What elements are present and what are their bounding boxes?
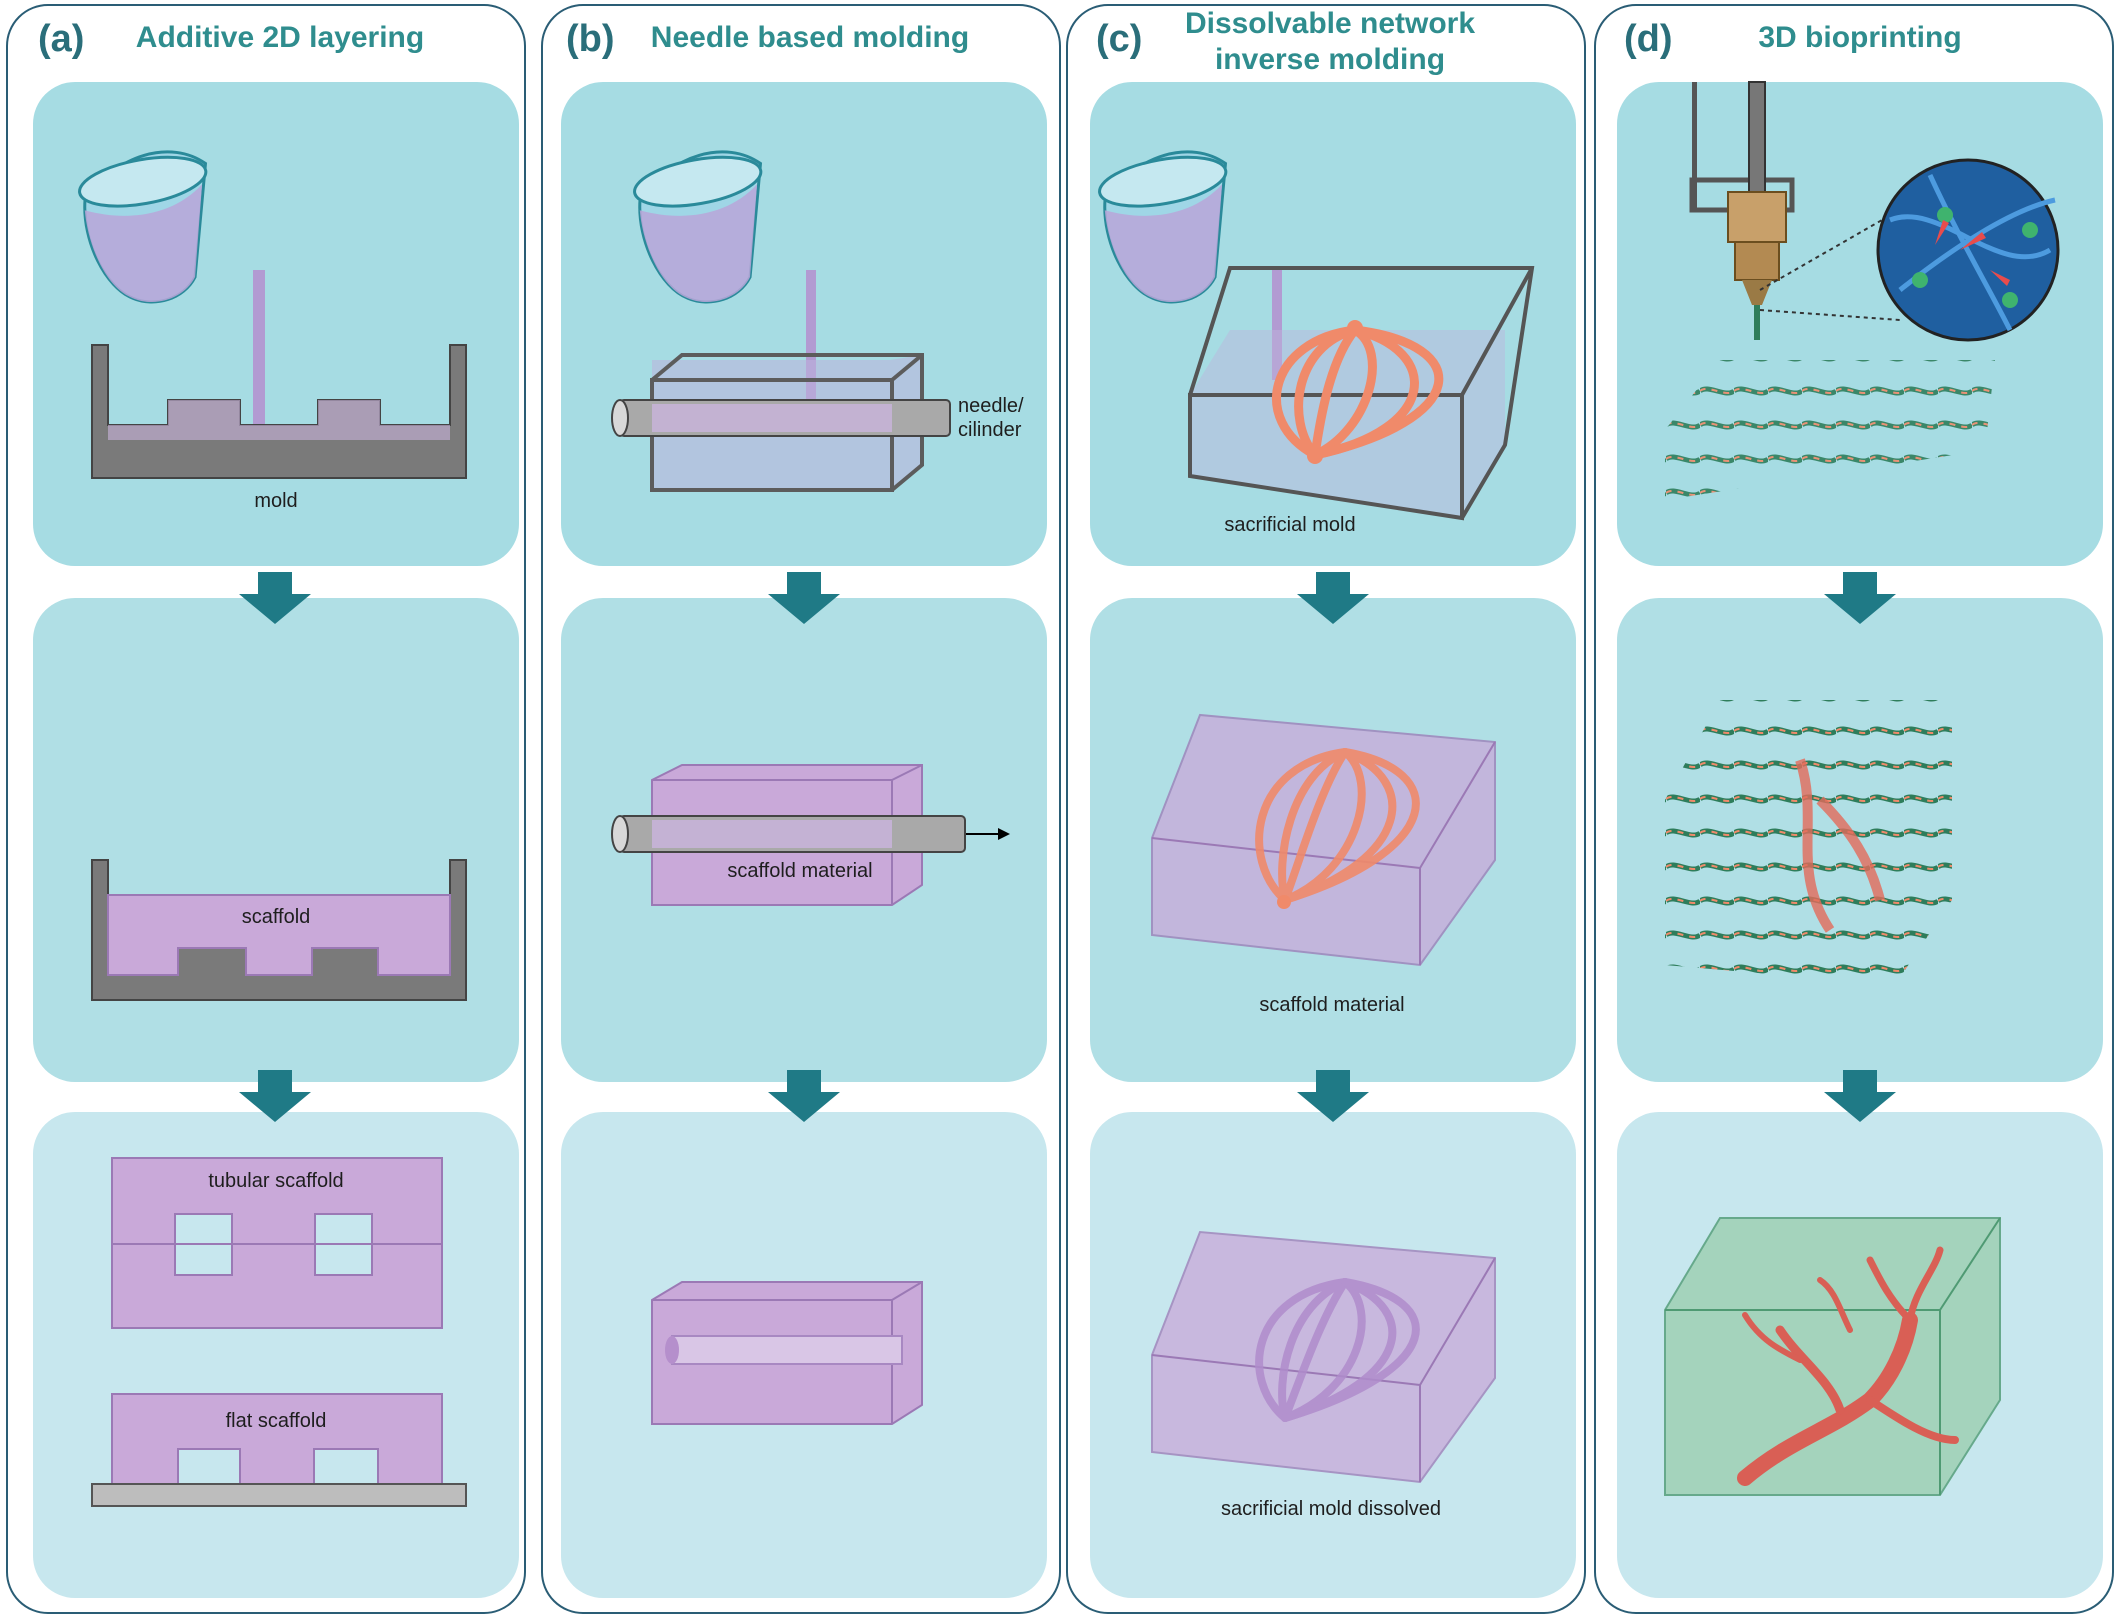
label-tubular-scaffold: tubular scaffold bbox=[208, 1170, 344, 1192]
label-b-scaffold-material: scaffold material bbox=[727, 860, 873, 882]
column-b-letter: (b) bbox=[566, 18, 615, 60]
a-pour-stream bbox=[253, 270, 265, 425]
b-arrow-1 bbox=[768, 572, 840, 624]
panel-a-top bbox=[33, 82, 519, 566]
a-scaffold bbox=[107, 894, 451, 976]
b-pour-stream bbox=[806, 270, 816, 415]
d-arrow-1 bbox=[1824, 572, 1896, 624]
label-sacrificial-mold: sacrificial mold bbox=[1224, 514, 1356, 536]
label-needle-cilinder: needle/ cilinder bbox=[958, 395, 1024, 441]
c-scaffold-block bbox=[1151, 713, 1496, 967]
a-flask bbox=[73, 143, 230, 314]
c-mold-box bbox=[1188, 266, 1535, 521]
c-pour-stream bbox=[1272, 270, 1282, 380]
c-arrow-1 bbox=[1297, 572, 1369, 624]
b-arrow-2 bbox=[768, 1070, 840, 1122]
a-arrow-2 bbox=[239, 1070, 311, 1122]
d-tissue-block bbox=[1664, 1217, 2001, 1496]
a-flat-scaffold bbox=[111, 1393, 443, 1485]
column-c-title: Dissolvable network inverse molding bbox=[1184, 7, 1476, 76]
column-b-title: Needle based molding bbox=[650, 21, 970, 54]
label-scaffold: scaffold bbox=[241, 906, 311, 928]
b-hollow-block bbox=[651, 1281, 923, 1425]
d-printed-mesh bbox=[1665, 360, 1995, 500]
column-d-letter: (d) bbox=[1624, 18, 1673, 60]
label-flat-scaffold: flat scaffold bbox=[225, 1410, 327, 1432]
d-vessel-tree bbox=[1737, 1246, 1959, 1486]
b-needle bbox=[611, 399, 951, 437]
label-c-scaffold-material: scaffold material bbox=[1259, 994, 1405, 1016]
column-d-title: 3D bioprinting bbox=[1758, 21, 1962, 54]
a-mold bbox=[91, 344, 467, 479]
column-a-title: Additive 2D layering bbox=[135, 21, 425, 54]
column-a-letter: (a) bbox=[38, 18, 85, 60]
c-channels bbox=[1255, 1278, 1420, 1422]
c-dissolved-block bbox=[1151, 1230, 1496, 1484]
d-printer bbox=[1689, 81, 1795, 340]
c-embedded-network bbox=[1255, 748, 1420, 904]
panel-a-middle bbox=[33, 598, 519, 1082]
d-zoom-circle bbox=[1876, 158, 2060, 342]
b-flask bbox=[628, 143, 785, 314]
d-stacked-block bbox=[1665, 700, 1952, 985]
column-c-letter: (c) bbox=[1096, 18, 1143, 60]
label-sacrificial-mold-dissolved: sacrificial mold dissolved bbox=[1220, 1498, 1442, 1520]
a-flat-base bbox=[91, 1483, 467, 1507]
c-arrow-2 bbox=[1297, 1070, 1369, 1122]
d-arrow-2 bbox=[1824, 1070, 1896, 1122]
c-vessel-network bbox=[1272, 325, 1444, 460]
a-arrow-1 bbox=[239, 572, 311, 624]
label-mold: mold bbox=[254, 490, 298, 512]
